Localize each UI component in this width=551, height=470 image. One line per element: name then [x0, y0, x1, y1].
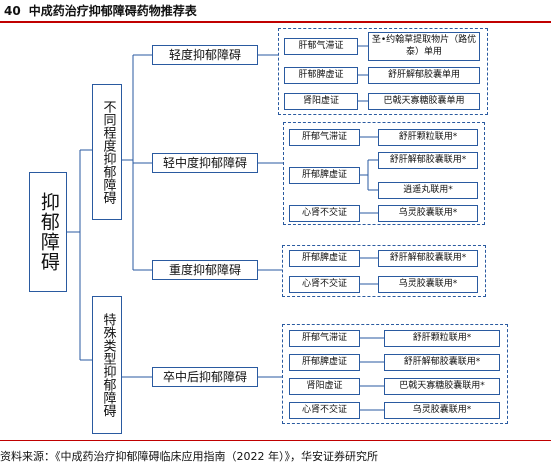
syndrome-box: 心肾不交证: [289, 205, 360, 222]
drug-label: 巴戟天寡糖胶囊联用*: [399, 380, 485, 391]
drug-label: 舒肝解郁胶囊联用*: [389, 154, 467, 165]
drug-box: 乌灵胶囊联用*: [384, 402, 500, 419]
syndrome-label: 肝郁脾虚证: [301, 252, 347, 263]
drug-box: 舒肝解郁胶囊联用*: [384, 354, 500, 371]
drug-box: 舒肝颗粒联用*: [378, 129, 478, 146]
syndrome-label: 肝郁脾虚证: [301, 169, 347, 180]
category-stroke-label: 卒中后抑郁障碍: [162, 369, 247, 384]
drug-label: 圣•约翰草提取物片（路优泰）单用: [371, 35, 477, 57]
syndrome-box: 肝郁脾虚证: [284, 67, 358, 84]
figure-number: 40: [4, 4, 21, 18]
drug-label: 舒肝解郁胶囊单用: [387, 69, 460, 80]
group-general-node: 不同程度抑郁障碍: [92, 84, 122, 220]
syndrome-label: 心肾不交证: [301, 207, 347, 218]
syndrome-box: 肝郁气滞证: [289, 129, 360, 146]
panel-severe: [282, 245, 486, 297]
category-severe: 重度抑郁障碍: [152, 260, 258, 280]
syndrome-box: 心肾不交证: [289, 402, 360, 419]
syndrome-label: 肾阳虚证: [302, 95, 339, 106]
category-severe-label: 重度抑郁障碍: [168, 262, 241, 277]
syndrome-box: 肾阳虚证: [289, 378, 360, 395]
drug-label: 乌灵胶囊联用*: [398, 278, 458, 289]
syndrome-label: 肝郁脾虚证: [301, 356, 347, 367]
syndrome-box: 心肾不交证: [289, 276, 360, 293]
syndrome-label: 心肾不交证: [301, 404, 347, 415]
panel-stroke: [282, 324, 508, 424]
syndrome-label: 心肾不交证: [301, 278, 347, 289]
root-label: 抑郁障碍: [37, 192, 60, 272]
category-moderate-label: 轻中度抑郁障碍: [162, 155, 247, 170]
figure-title: 40 中成药治疗抑郁障碍药物推荐表: [4, 2, 197, 19]
drug-box: 乌灵胶囊联用*: [378, 276, 478, 293]
drug-box: 舒肝解郁胶囊单用: [368, 67, 480, 84]
drug-box: 舒肝解郁胶囊联用*: [378, 152, 478, 169]
drug-label: 舒肝解郁胶囊联用*: [403, 356, 481, 367]
group-special-node: 特殊类型抑郁障碍: [92, 296, 122, 434]
top-rule: [0, 21, 551, 23]
drug-box: 舒肝解郁胶囊联用*: [378, 250, 478, 267]
root-node: 抑郁障碍: [29, 172, 67, 292]
drug-box: 巴戟天寡糖胶囊单用: [368, 93, 480, 110]
syndrome-label: 肝郁气滞证: [301, 131, 347, 142]
category-mild: 轻度抑郁障碍: [152, 45, 258, 65]
drug-label: 舒肝颗粒联用*: [412, 332, 472, 343]
category-moderate: 轻中度抑郁障碍: [152, 153, 258, 173]
drug-label: 巴戟天寡糖胶囊单用: [383, 95, 465, 106]
drug-label: 乌灵胶囊联用*: [412, 404, 472, 415]
source-note: 资料来源：《中成药治疗抑郁障碍临床应用指南（2022 年）》，华安证券研究所: [0, 450, 378, 463]
drug-box: 圣•约翰草提取物片（路优泰）单用: [368, 32, 480, 61]
drug-box: 乌灵胶囊联用*: [378, 205, 478, 222]
panel-moderate: [283, 122, 485, 225]
syndrome-label: 肝郁气滞证: [301, 332, 347, 343]
drug-box: 巴戟天寡糖胶囊联用*: [384, 378, 500, 395]
panel-mild: [278, 28, 488, 115]
drug-label: 乌灵胶囊联用*: [398, 207, 458, 218]
syndrome-label: 肝郁气滞证: [298, 40, 344, 51]
category-mild-label: 轻度抑郁障碍: [168, 47, 241, 62]
syndrome-box: 肝郁脾虚证: [289, 167, 360, 184]
bottom-rule: [0, 440, 551, 441]
drug-box: 舒肝颗粒联用*: [384, 330, 500, 347]
syndrome-label: 肝郁脾虚证: [298, 69, 344, 80]
syndrome-label: 肾阳虚证: [306, 380, 343, 391]
drug-label: 舒肝解郁胶囊联用*: [389, 252, 467, 263]
syndrome-box: 肝郁气滞证: [289, 330, 360, 347]
drug-label: 舒肝颗粒联用*: [398, 131, 458, 142]
group-general-label: 不同程度抑郁障碍: [100, 100, 116, 204]
figure-title-text: 中成药治疗抑郁障碍药物推荐表: [28, 4, 197, 18]
syndrome-box: 肝郁脾虚证: [289, 354, 360, 371]
drug-label: 逍遥丸联用*: [403, 184, 453, 195]
syndrome-box: 肾阳虚证: [284, 93, 358, 110]
group-special-label: 特殊类型抑郁障碍: [100, 313, 116, 417]
syndrome-box: 肝郁脾虚证: [289, 250, 360, 267]
drug-box: 逍遥丸联用*: [378, 182, 478, 199]
syndrome-box: 肝郁气滞证: [284, 38, 358, 55]
category-stroke: 卒中后抑郁障碍: [152, 367, 258, 387]
